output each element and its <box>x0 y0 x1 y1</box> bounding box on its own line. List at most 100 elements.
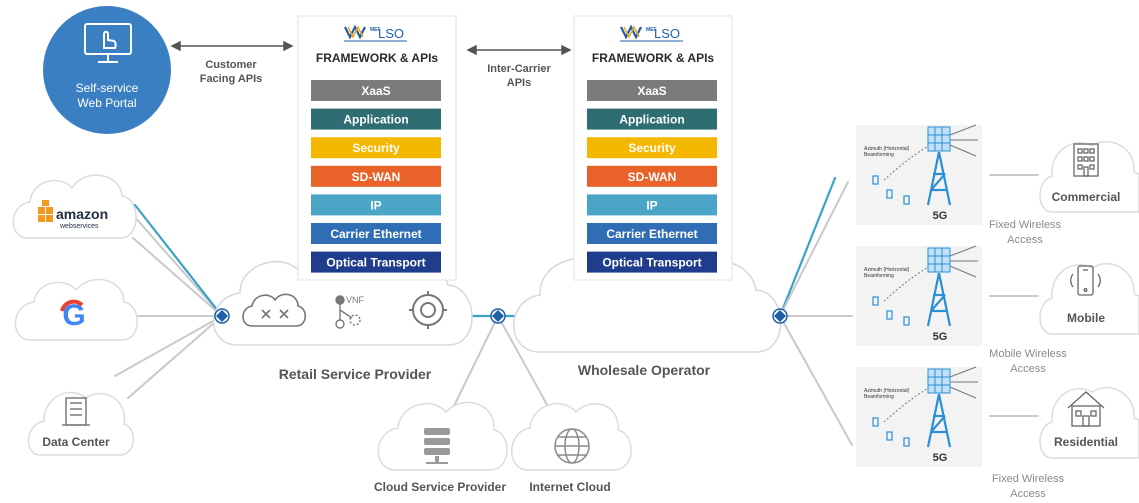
orchestration-gear-icon <box>409 291 447 329</box>
layer-label: XaaS <box>361 84 390 98</box>
layer-bar <box>311 80 441 101</box>
line-datacenter-to-hub <box>127 315 223 399</box>
beam-label-1: Azimuth (Horizontal) <box>864 388 910 394</box>
beam-label-2: Beamforming <box>864 273 894 279</box>
beam-lines <box>883 245 978 302</box>
layer-bar <box>587 165 717 187</box>
tower-icon <box>926 272 952 327</box>
layer-bar <box>587 137 717 159</box>
access-label-1: Fixed Wireless <box>992 473 1065 485</box>
datacenter-cloud[interactable]: Data Center <box>27 391 134 456</box>
line-dc-to-hub-up <box>114 315 223 377</box>
google-cloud[interactable]: G <box>14 278 138 341</box>
line-aws-to-hub-up <box>132 237 223 317</box>
mef-lso-logo: MEF LSO <box>344 24 407 42</box>
tower-5g-2: Azimuth (Horizontal) Beamforming 5G <box>856 245 982 346</box>
layer-bar <box>587 80 717 101</box>
layer-label: IP <box>370 198 381 212</box>
device-icons <box>872 296 910 326</box>
tower-panel <box>856 367 982 467</box>
hub-connector-right <box>772 308 788 324</box>
csp-label: Cloud Service Provider <box>374 480 506 494</box>
self-service-portal[interactable]: Self-service Web Portal <box>43 6 171 134</box>
layer-bar <box>587 251 717 273</box>
aws-cloud[interactable]: amazon webservices <box>12 174 137 239</box>
tower-tag: 5G <box>933 331 948 343</box>
grid-antenna-icon <box>927 126 951 152</box>
customer-apis-label-2: Facing APIs <box>200 73 263 85</box>
endpoint-residential[interactable]: Residential Fixed Wireless Access <box>992 386 1139 500</box>
beam-label-1: Azimuth (Horizontal) <box>864 146 910 152</box>
endpoint-label: Residential <box>1054 435 1118 449</box>
layer-bar <box>311 251 441 273</box>
access-label-1: Mobile Wireless <box>989 348 1067 360</box>
mef-lso-logo: MEF LSO <box>620 24 683 42</box>
line-hub-to-internet <box>497 315 551 411</box>
layer-label: SD-WAN <box>628 170 677 184</box>
portal-label-line1: Self-service <box>76 81 139 95</box>
stack-title: FRAMEWORK & APIs <box>592 51 715 65</box>
tower-tag: 5G <box>933 452 948 464</box>
internet-cloud[interactable]: Internet Cloud <box>511 402 632 494</box>
endpoint-commercial[interactable]: Commercial Fixed Wireless Access <box>989 140 1139 246</box>
cloud-shape <box>1039 140 1139 213</box>
layer-bar <box>587 194 717 216</box>
device-icons <box>872 417 910 447</box>
hub-connector-middle <box>490 308 506 324</box>
layer-bar <box>587 223 717 244</box>
monitor-hand-icon <box>84 23 132 63</box>
layer-label: XaaS <box>637 84 666 98</box>
layer-bar <box>311 194 441 216</box>
intercarrier-label-1: Inter-Carrier <box>487 63 551 75</box>
line-aws-to-hub <box>132 214 223 317</box>
portal-circle <box>43 6 171 134</box>
cloud-service-provider[interactable]: Cloud Service Provider <box>374 401 508 494</box>
beam-lines <box>883 124 978 181</box>
google-logo-accent <box>60 299 84 312</box>
logo-mark: MEF <box>370 27 381 33</box>
device-icons <box>872 175 910 205</box>
beam-label-2: Beamforming <box>864 152 894 158</box>
layer-label: Security <box>628 141 676 155</box>
stack-title: FRAMEWORK & APIs <box>316 51 439 65</box>
access-label-2: Access <box>1010 488 1046 500</box>
layer-bar <box>311 108 441 130</box>
vnf-icon <box>335 295 361 329</box>
layer-label: Optical Transport <box>326 256 425 270</box>
endpoint-mobile[interactable]: Mobile Mobile Wireless Access <box>989 262 1139 375</box>
layer-label: SD-WAN <box>352 170 401 184</box>
aws-logo-text: amazon <box>56 206 108 222</box>
customer-apis-label-1: Customer <box>205 59 257 71</box>
retail-label: Retail Service Provider <box>279 366 432 382</box>
layer-bar <box>311 223 441 244</box>
access-label-2: Access <box>1007 234 1043 246</box>
lso-stack-retail: MEF LSO FRAMEWORK & APIs XaaSApplication… <box>297 15 457 281</box>
vnf-label: VNF <box>346 295 365 305</box>
double-arrow-icon <box>170 40 294 52</box>
cloud-shape <box>1039 262 1139 335</box>
line-hub-to-tower3 <box>779 315 853 446</box>
beam-label-2: Beamforming <box>864 394 894 400</box>
access-label-2: Access <box>1010 363 1046 375</box>
hub-connector-left <box>214 308 230 324</box>
layer-bar <box>311 137 441 159</box>
layer-label: Carrier Ethernet <box>330 227 421 241</box>
logo-text: LSO <box>378 26 404 41</box>
layer-label: Security <box>352 141 400 155</box>
globe-icon <box>554 428 590 464</box>
beam-label-1: Azimuth (Horizontal) <box>864 267 910 273</box>
tower-5g-3: Azimuth (Horizontal) Beamforming 5G <box>856 366 982 467</box>
customer-apis-link: Customer Facing APIs <box>170 40 294 85</box>
line-hub-to-csp <box>451 315 499 411</box>
lso-stack-wholesale: MEF LSO FRAMEWORK & APIs XaaSApplication… <box>573 15 733 281</box>
tower-5g-1: Azimuth (Horizontal) Beamforming 5G <box>856 124 982 225</box>
server-stack-icon <box>424 428 450 464</box>
tower-tag: 5G <box>933 210 948 222</box>
double-arrow-icon <box>466 44 572 56</box>
tower-icon <box>926 151 952 206</box>
grid-antenna-icon <box>927 368 951 394</box>
grid-antenna-icon <box>927 247 951 273</box>
